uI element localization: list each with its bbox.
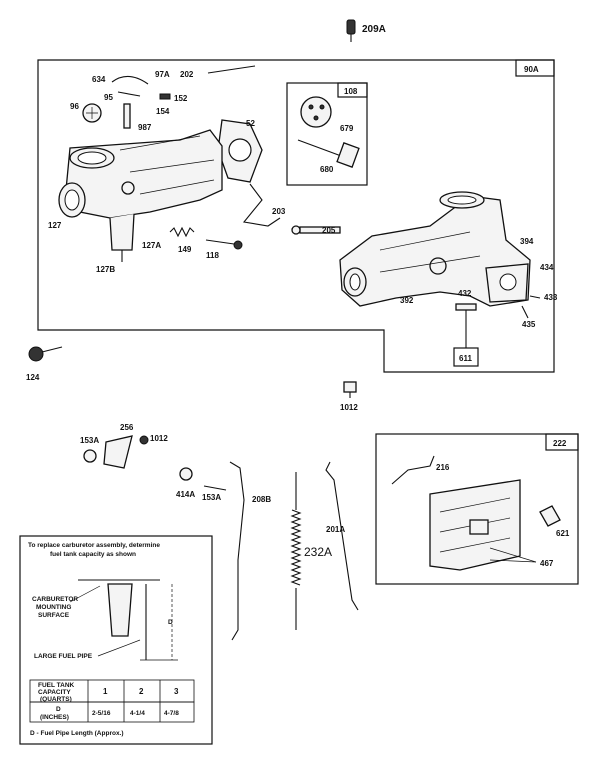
label-153a-top: 153A [80, 436, 99, 445]
inset-dimension-d: D [168, 619, 173, 626]
spring-232a: 232A [290, 472, 332, 630]
part-209a: 209A [346, 19, 386, 42]
label-96: 96 [70, 102, 79, 111]
inset-108: 108 679 680 [286, 82, 368, 186]
label-201a: 201A [326, 525, 345, 534]
label-232a: 232A [304, 545, 332, 559]
group-box-222: 222 216 621 467 [375, 433, 579, 585]
label-392: 392 [400, 296, 414, 305]
carburetor-body-left: 127 127A 127B [48, 129, 223, 274]
inset-title-line-1: To replace carburetor assembly, determin… [28, 542, 160, 549]
label-611: 611 [459, 354, 472, 363]
governor-parts: 256 153A 1012 414A 153A [80, 423, 227, 502]
label-435: 435 [522, 320, 536, 329]
label-208b: 208B [252, 495, 271, 504]
table-header-1-line-1: FUEL TANK [38, 682, 75, 689]
label-1012-b: 1012 [150, 434, 168, 443]
table-col-1: 1 [103, 687, 108, 696]
label-124: 124 [26, 373, 40, 382]
label-90a: 90A [524, 65, 539, 74]
table-value-2: 4-1/4 [130, 710, 145, 717]
inset-title-line-2: fuel tank capacity as shown [50, 551, 136, 558]
inset-carb-label-1: CARBURETOR [32, 596, 78, 603]
lever-203-shaft-205: 203 205 [242, 183, 341, 235]
table-col-2: 2 [139, 687, 144, 696]
label-256: 256 [120, 423, 134, 432]
label-127: 127 [48, 221, 62, 230]
inset-carb-label-2: MOUNTING [36, 604, 71, 611]
label-433: 433 [544, 293, 558, 302]
inset-fuel-pipe-label: LARGE FUEL PIPE [34, 653, 93, 660]
label-149: 149 [178, 245, 192, 254]
label-1012-a: 1012 [340, 403, 358, 412]
table-header-2-line-1: D [56, 706, 61, 713]
label-203: 203 [272, 207, 286, 216]
label-394: 394 [520, 237, 534, 246]
label-680: 680 [320, 165, 334, 174]
fuel-tank-capacity-inset: To replace carburetor assembly, determin… [19, 535, 213, 745]
label-153a-bottom: 153A [202, 493, 221, 502]
table-header-1-line-2: CAPACITY [38, 689, 71, 696]
label-467: 467 [540, 559, 554, 568]
label-202: 202 [180, 70, 194, 79]
table-value-3: 4-7/8 [164, 710, 179, 717]
table-header-2-line-2: (INCHES) [40, 714, 69, 721]
label-434: 434 [540, 263, 554, 272]
label-205: 205 [322, 226, 336, 235]
link-208b: 208B [229, 461, 271, 641]
label-216: 216 [436, 463, 450, 472]
label-52: 52 [246, 119, 255, 128]
label-97a: 97A [155, 70, 170, 79]
table-col-3: 3 [174, 687, 179, 696]
label-95: 95 [104, 93, 113, 102]
label-679: 679 [340, 124, 354, 133]
label-987: 987 [138, 123, 152, 132]
label-118: 118 [206, 251, 219, 260]
link-201a: 201A [325, 461, 359, 611]
screws-149-118: 149 118 [169, 226, 243, 260]
label-108: 108 [344, 87, 358, 96]
label-127a: 127A [142, 241, 161, 250]
label-414a: 414A [176, 490, 195, 499]
label-432: 432 [458, 289, 472, 298]
label-209a: 209A [362, 24, 386, 35]
gasket-52: 52 [217, 119, 263, 183]
part-124: 124 [26, 346, 63, 382]
inset-footnote: D - Fuel Pipe Length (Approx.) [30, 730, 124, 737]
label-222: 222 [553, 439, 567, 448]
label-154: 154 [156, 107, 170, 116]
carburetor-body-right: 394 434 433 435 432 392 611 [339, 191, 558, 367]
label-152: 152 [174, 94, 188, 103]
table-header-1-line-3: (QUARTS) [40, 696, 72, 703]
part-1012-middle: 1012 [340, 381, 358, 412]
choke-and-throttle-parts: 634 97A 202 95 152 154 96 987 [70, 65, 256, 132]
label-621: 621 [556, 529, 570, 538]
table-value-1: 2-5/16 [92, 710, 111, 717]
label-127b: 127B [96, 265, 115, 274]
inset-carb-label-3: SURFACE [38, 612, 70, 619]
label-634: 634 [92, 75, 106, 84]
